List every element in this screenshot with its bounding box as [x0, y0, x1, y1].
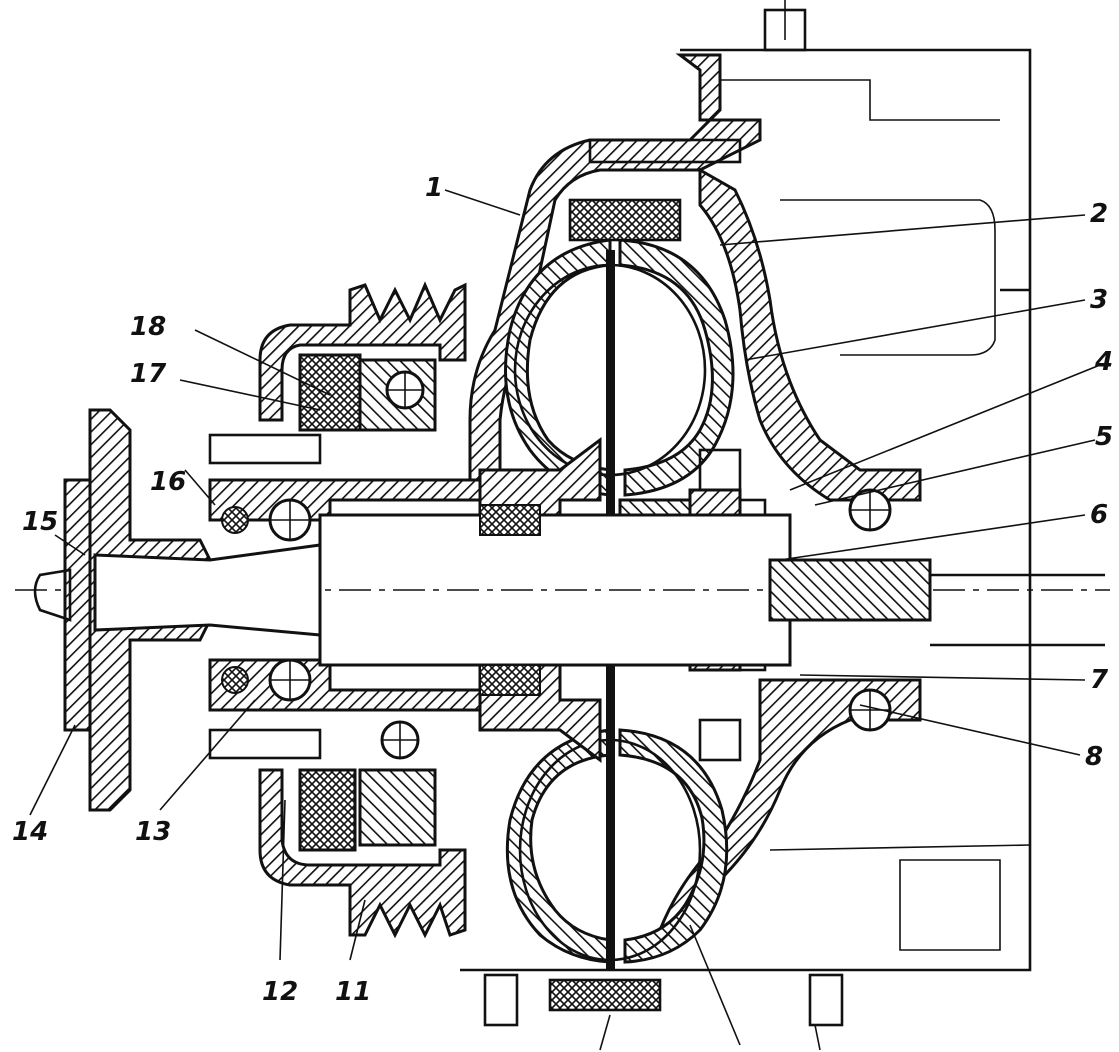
- callout-4: 4: [1094, 347, 1113, 377]
- callout-3: 3: [1090, 285, 1108, 315]
- housing-block: [460, 0, 1032, 1027]
- callout-13: 13: [135, 817, 171, 847]
- callouts: 1 2 3 4 5 6 7 8 11 12 13 14 15 16 17 18: [12, 173, 1113, 1007]
- callout-15: 15: [22, 507, 58, 537]
- callout-17: 17: [130, 359, 167, 389]
- pulley-and-cover: [258, 281, 467, 939]
- callout-2: 2: [1090, 199, 1108, 229]
- callout-8: 8: [1085, 742, 1103, 772]
- leader-lines: [29, 189, 1101, 1051]
- callout-18: 18: [130, 312, 166, 342]
- callout-16: 16: [150, 467, 186, 497]
- callout-7: 7: [1090, 665, 1109, 695]
- callout-5: 5: [1095, 422, 1113, 452]
- bolts: [208, 138, 742, 1012]
- callout-12: 12: [262, 977, 298, 1007]
- callout-14: 14: [12, 817, 48, 847]
- fan-hub: [33, 408, 322, 812]
- callout-6: 6: [1090, 500, 1108, 530]
- bearings: [221, 370, 892, 760]
- callout-1: 1: [425, 173, 443, 203]
- callout-11: 11: [335, 977, 371, 1007]
- torus-lower: [505, 728, 729, 964]
